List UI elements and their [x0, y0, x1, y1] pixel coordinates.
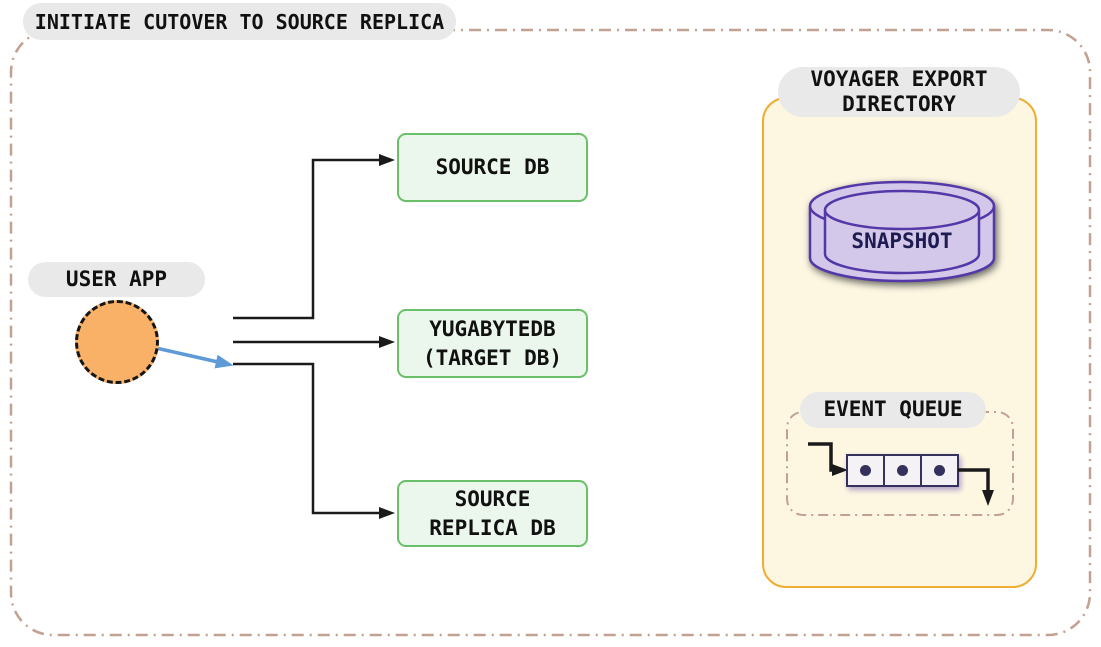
connector-arrow-source-db — [233, 154, 395, 320]
source-db-node: SOURCE DB — [397, 133, 588, 202]
connector-arrow-source-replica-db — [233, 362, 395, 519]
diagram-title: INITIATE CUTOVER TO SOURCE REPLICA — [23, 3, 456, 40]
snapshot-label: SNAPSHOT — [851, 229, 953, 253]
user-app-node — [75, 300, 159, 384]
target-db-node: YUGABYTEDB (TARGET DB) — [397, 309, 588, 378]
event-queue-label: EVENT QUEUE — [800, 392, 986, 428]
user-app-label: USER APP — [28, 262, 205, 297]
cutover-arrow — [155, 346, 234, 369]
source-replica-db-node: SOURCE REPLICA DB — [397, 480, 588, 547]
voyager-export-directory-panel — [762, 97, 1037, 588]
voyager-export-directory-label: VOYAGER EXPORT DIRECTORY — [778, 67, 1020, 117]
